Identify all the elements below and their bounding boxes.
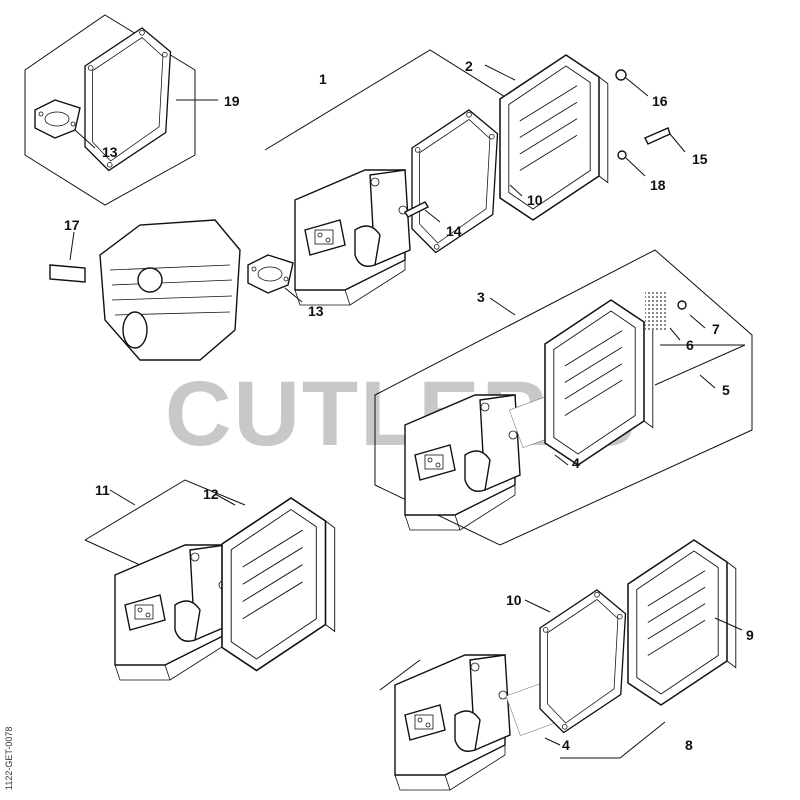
- callout-1: 1: [319, 71, 327, 87]
- callout-2: 2: [465, 58, 473, 74]
- callout-6: 6: [686, 337, 694, 353]
- part-9-cover: [627, 539, 737, 706]
- callout-9: 9: [746, 627, 754, 643]
- callout-8: 8: [685, 737, 693, 753]
- callout-10b: 10: [506, 592, 522, 608]
- callout-19: 19: [224, 93, 240, 109]
- drawing-code: 1122-GET-0078: [4, 727, 14, 790]
- callout-18: 18: [650, 177, 666, 193]
- callout-11: 11: [95, 482, 110, 498]
- callout-3: 3: [477, 289, 485, 305]
- callout-13b: 13: [308, 303, 324, 319]
- callout-4a: 4: [572, 455, 580, 471]
- part-3-assembly: [374, 249, 753, 546]
- part-10-gasket-b: [539, 589, 627, 734]
- part-13-gasket: [247, 254, 294, 294]
- callout-17: 17: [64, 217, 80, 233]
- callout-7: 7: [712, 321, 720, 337]
- callout-10a: 10: [527, 192, 543, 208]
- part-11-assembly: [84, 479, 336, 681]
- callout-4b: 4: [562, 737, 570, 753]
- part-8-assembly: [379, 539, 743, 791]
- callout-15: 15: [692, 151, 708, 167]
- callout-5: 5: [722, 382, 730, 398]
- part-12-cover: [221, 497, 336, 672]
- part-1-muffler-assembly: [264, 49, 686, 306]
- callout-14: 14: [446, 223, 462, 239]
- callout-13a: 13: [102, 144, 118, 160]
- gasket-set-box: [24, 14, 218, 206]
- callout-12: 12: [203, 486, 219, 502]
- part-2-cover: [499, 54, 609, 221]
- cylinder: [49, 219, 303, 361]
- callout-16: 16: [652, 93, 668, 109]
